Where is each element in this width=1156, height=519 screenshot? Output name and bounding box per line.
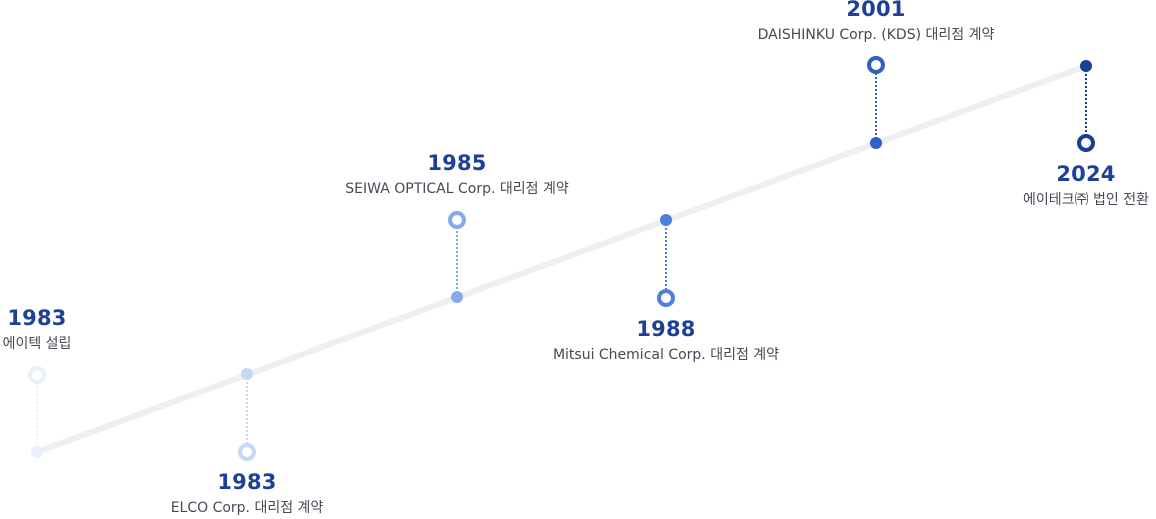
milestone-5-desc: DAISHINKU Corp. (KDS) 대리점 계약	[757, 27, 995, 43]
milestone-6-axis-dot	[1080, 60, 1092, 72]
milestone-5-axis-dot	[870, 137, 882, 149]
milestone-2-label: 1983 ELCO Corp. 대리점 계약	[171, 470, 324, 517]
milestone-3-year: 1985	[427, 151, 487, 175]
milestone-6-label: 2024 에이테크㈜ 법인 전환	[1023, 162, 1149, 209]
milestone-3-ring	[448, 211, 466, 229]
milestone-3-axis-dot	[451, 291, 463, 303]
milestone-6-ring	[1077, 134, 1095, 152]
milestone-2-axis-dot	[241, 368, 253, 380]
milestone-6-marker	[1077, 60, 1095, 152]
milestone-1-axis-dot	[31, 446, 43, 458]
milestone-1-marker	[28, 366, 46, 458]
milestone-4-ring	[657, 289, 675, 307]
milestone-5-label: 2001 DAISHINKU Corp. (KDS) 대리점 계약	[758, 0, 995, 44]
milestone-1-ring	[28, 366, 46, 384]
milestone-5-marker	[867, 56, 885, 149]
milestone-6-desc: 에이테크㈜ 법인 전환	[1023, 192, 1149, 208]
timeline-axis	[34, 63, 1089, 455]
milestone-5-ring	[867, 56, 885, 74]
milestone-2-ring	[238, 443, 256, 461]
milestone-2-desc: ELCO Corp. 대리점 계약	[170, 500, 324, 516]
milestone-5-year: 2001	[846, 0, 906, 21]
milestone-1-label: 1983 에이텍 설립	[3, 306, 72, 353]
milestone-2-marker	[238, 368, 256, 461]
milestone-4-desc: Mitsui Chemical Corp. 대리점 계약	[552, 347, 780, 363]
milestone-4-year: 1988	[636, 317, 696, 341]
milestone-1-year: 1983	[7, 306, 67, 330]
milestone-4-axis-dot	[660, 214, 672, 226]
milestone-3-desc: SEIWA OPTICAL Corp. 대리점 계약	[345, 181, 569, 197]
milestone-1-desc: 에이텍 설립	[2, 336, 72, 352]
milestone-4-label: 1988 Mitsui Chemical Corp. 대리점 계약	[553, 317, 779, 364]
milestone-3-marker	[448, 211, 466, 303]
milestone-6-year: 2024	[1056, 162, 1116, 186]
milestone-3-label: 1985 SEIWA OPTICAL Corp. 대리점 계약	[345, 151, 568, 198]
milestone-2-year: 1983	[217, 470, 277, 494]
milestone-4-marker	[657, 214, 675, 307]
